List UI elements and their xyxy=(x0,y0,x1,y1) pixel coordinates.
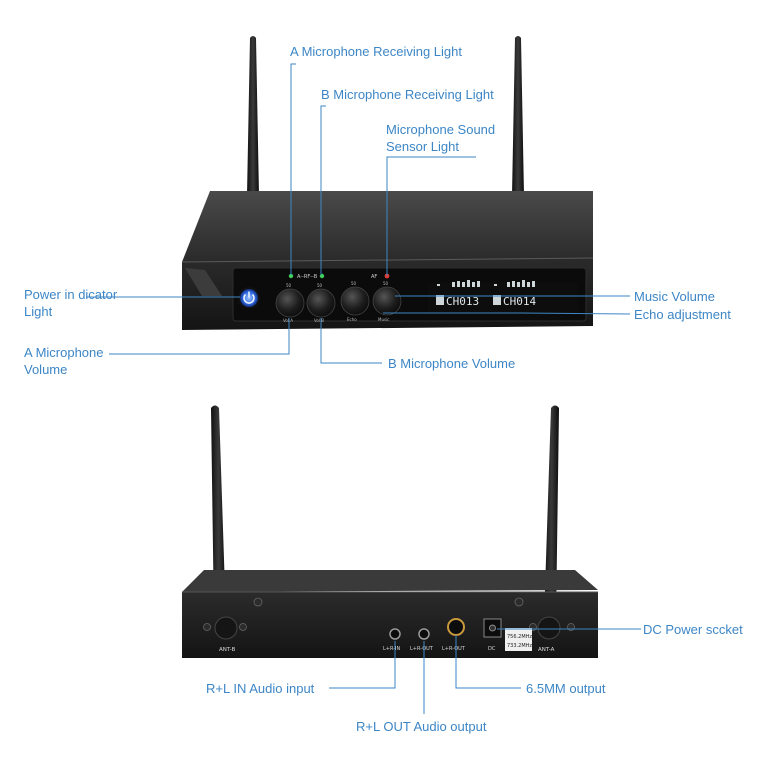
ant-b-connector[interactable] xyxy=(214,616,238,640)
knob-music[interactable]: 50 Music xyxy=(372,281,402,322)
svg-text:ANT-A: ANT-A xyxy=(538,647,555,653)
svg-text:L+R-OUT: L+R-OUT xyxy=(442,646,466,652)
svg-text:756.2MHz: 756.2MHz xyxy=(507,634,532,640)
svg-text:50: 50 xyxy=(383,281,389,286)
antenna-left xyxy=(247,36,259,196)
antenna-right xyxy=(512,36,524,196)
label-6-5mm-output: 6.5MM output xyxy=(526,681,606,696)
label-rl-out: R+L OUT Audio output xyxy=(356,719,487,734)
svg-text:50: 50 xyxy=(286,283,292,288)
knob-vol-a[interactable]: 50 Vol.A xyxy=(275,283,305,323)
label-b-volume: B Microphone Volume xyxy=(388,356,516,371)
knob-echo[interactable]: 50 Echo xyxy=(340,281,370,322)
a-receiving-led xyxy=(288,273,294,279)
svg-text:L+R-IN: L+R-IN xyxy=(383,646,401,652)
svg-text:733.2MHz: 733.2MHz xyxy=(507,643,532,649)
label-echo-adjustment: Echo adjustment xyxy=(634,307,731,322)
frequency-sticker xyxy=(505,628,532,651)
label-a-volume-2: Volume xyxy=(24,362,68,377)
jack-lr-in[interactable] xyxy=(389,628,401,640)
label-sound-sensor-1: Microphone Sound xyxy=(386,122,496,137)
knob-vol-b[interactable]: 50 Vol.B xyxy=(306,283,336,323)
svg-text:ANT-B: ANT-B xyxy=(219,647,236,653)
svg-text:50: 50 xyxy=(351,281,357,286)
svg-text:Vol.A: Vol.A xyxy=(283,318,293,323)
label-b-receiving-light: B Microphone Receiving Light xyxy=(321,87,494,102)
display-channel-a: CH013 xyxy=(446,295,479,308)
receiver-front-unit: A--RF--B AF 50 Vol.A 50 Vol.B 50 Echo 50… xyxy=(181,36,594,330)
display-channel-b: CH014 xyxy=(503,295,536,308)
antenna-rear-left xyxy=(211,405,226,620)
label-a-volume-1: A Microphone xyxy=(24,345,104,360)
svg-text:50: 50 xyxy=(317,283,323,288)
svg-text:Echo: Echo xyxy=(347,317,357,322)
svg-text:L+R-OUT: L+R-OUT xyxy=(410,646,434,652)
leader-lines xyxy=(86,63,641,714)
af-label: AF xyxy=(371,274,377,280)
antenna-rear-right xyxy=(544,405,559,620)
receiver-rear-unit: ANT-B ANT-A L+R-IN L+R-OUT L+R-OUT DC 75… xyxy=(182,405,598,658)
ant-a-connector[interactable] xyxy=(537,616,561,640)
label-dc-power-socket: DC Power scсket xyxy=(643,622,743,637)
svg-text:DC: DC xyxy=(488,646,496,652)
label-sound-sensor-2: Sensor Light xyxy=(386,139,459,154)
jack-lr-out[interactable] xyxy=(418,628,430,640)
label-power-2: Light xyxy=(24,304,53,319)
jack-6-5mm[interactable] xyxy=(447,618,465,636)
power-icon xyxy=(243,293,255,304)
label-music-volume: Music Volume xyxy=(634,289,715,304)
rf-label: A--RF--B xyxy=(297,274,318,280)
svg-text:Music: Music xyxy=(378,317,389,322)
power-button[interactable] xyxy=(238,287,260,309)
label-a-receiving-light: A Microphone Receiving Light xyxy=(290,44,462,59)
b-receiving-led xyxy=(319,273,325,279)
lcd-display: CH013 CH014 xyxy=(428,280,578,313)
label-rl-in: R+L IN Audio input xyxy=(206,681,315,696)
label-power-1: Power in dicator xyxy=(24,287,118,302)
svg-text:Vol.B: Vol.B xyxy=(314,318,324,323)
